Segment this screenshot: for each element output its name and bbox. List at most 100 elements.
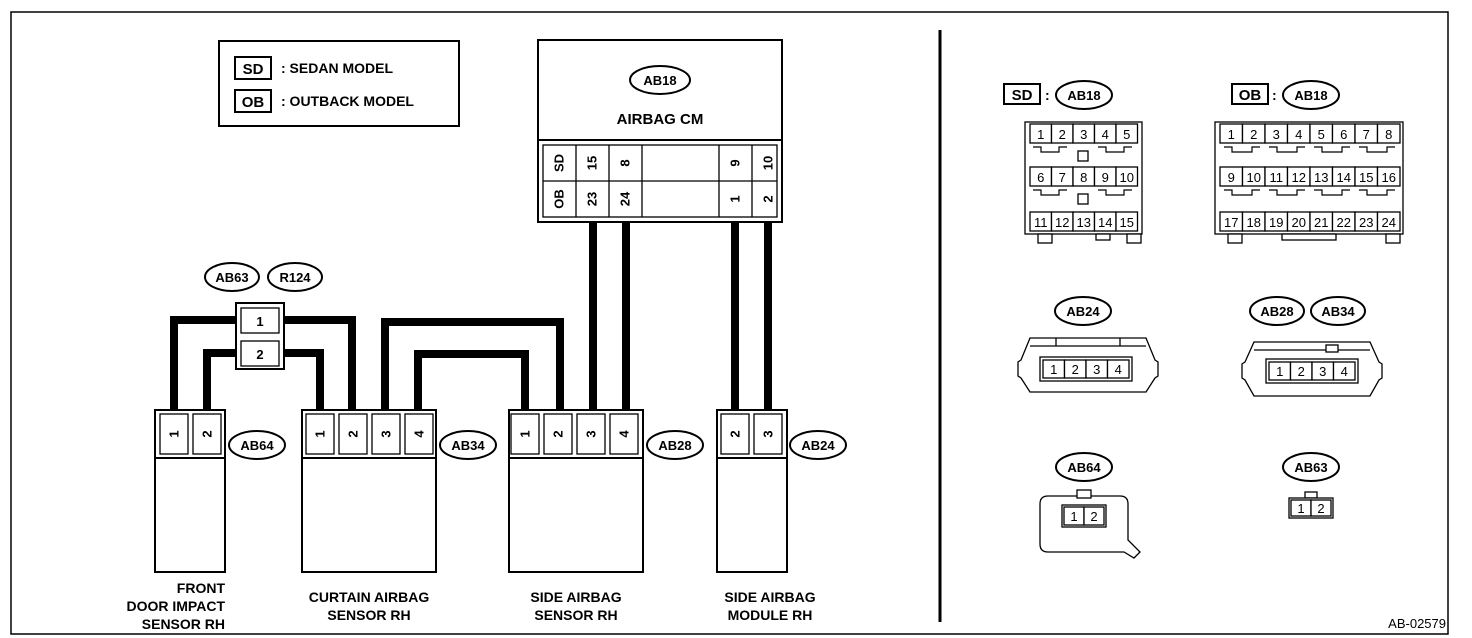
ob-grid-pin-17: 17 [1224, 215, 1238, 230]
airbag-cm-ob-pin-23: 23 [585, 192, 600, 206]
front-door-pin-cell [159, 413, 189, 455]
side-module-pin-cell [753, 413, 783, 455]
curtain-pin-cell [338, 413, 368, 455]
wire-ab34-3 [381, 318, 564, 416]
sd-grid-pin-11: 11 [1034, 215, 1048, 230]
front-door-pin-2: 2 [200, 430, 215, 437]
ab28-view-connector-id: AB28 [1260, 304, 1293, 319]
svg-text::: : [1272, 87, 1277, 103]
ob-grid-pin-9: 9 [1228, 170, 1235, 185]
side-sensor-pin-2: 2 [551, 430, 566, 437]
airbag-cm-sd-pin-SD: SD [552, 154, 567, 172]
curtain-name-line2: SENSOR RH [327, 607, 410, 623]
ob-grid-pin-14: 14 [1337, 170, 1351, 185]
ob-grid-pin-24: 24 [1382, 215, 1396, 230]
airbag-cm-sd-pin-15: 15 [585, 156, 600, 170]
ob-grid-pin-16: 16 [1382, 170, 1396, 185]
front-door-impact-sensor: AB64 FRONT DOOR IMPACT SENSOR RH 1 2 [126, 409, 286, 632]
wire-ab34-2 [284, 316, 356, 416]
sd-grid-pin-4: 4 [1102, 127, 1109, 142]
side-sensor-pin-1: 1 [518, 430, 533, 437]
ob-grid-pin-22: 22 [1337, 215, 1351, 230]
sd-grid-pin-2: 2 [1059, 127, 1066, 142]
sd-grid-pin-7: 7 [1059, 170, 1066, 185]
svg-text::: : [1045, 87, 1050, 103]
airbag-cm-connector-id: AB18 [643, 73, 676, 88]
sd-grid-pin-12: 12 [1055, 215, 1069, 230]
sd-grid-cell [1115, 211, 1139, 232]
ob-grid-pin-19: 19 [1269, 215, 1283, 230]
airbag-cm-ob-pin-OB: OB [552, 189, 567, 209]
sd-grid-pin-10: 10 [1120, 170, 1134, 185]
ab64-view-pin-cell [1083, 506, 1105, 526]
ob-view-connector-id: AB18 [1294, 88, 1327, 103]
joint-pin-1: 1 [256, 314, 263, 329]
airbag-cm-sd-pin-8: 8 [618, 159, 633, 166]
curtain-pin-3: 3 [379, 430, 394, 437]
sd-view-code: SD [1012, 87, 1033, 104]
ob-grid-pin-1: 1 [1228, 127, 1235, 142]
curtain-pin-4: 4 [412, 430, 427, 438]
ab28-view-pin-cell [1332, 361, 1356, 381]
figure-id: AB-02579 [1388, 616, 1446, 631]
side-module-pin-cell [720, 413, 750, 455]
ab34-view-connector-id: AB34 [1321, 304, 1355, 319]
legend-ob-code: OB [242, 94, 265, 111]
side-sensor-pin-3: 3 [584, 430, 599, 437]
wire-ab64-1 [170, 316, 241, 416]
front-door-name-line1: FRONT [177, 580, 226, 596]
ob-grid-pin-2: 2 [1250, 127, 1257, 142]
side-sensor-pin-cell [510, 413, 540, 455]
side-sensor-pin-cell [576, 413, 606, 455]
ob-grid-cell [1376, 166, 1401, 187]
ab24-view-pin-1: 1 [1050, 362, 1057, 377]
ab64-view-pin-2: 2 [1090, 509, 1097, 524]
legend-sd-text: : SEDAN MODEL [281, 60, 393, 76]
wire-ab34-4 [414, 350, 529, 416]
front-door-name-line2: DOOR IMPACT [126, 598, 225, 614]
joint-connector-id-2: R124 [279, 270, 311, 285]
ob-grid-pin-8: 8 [1385, 127, 1392, 142]
side-sensor-pin-4: 4 [617, 430, 632, 438]
front-door-name-line3: SENSOR RH [142, 616, 225, 632]
front-door-pin-cell [192, 413, 222, 455]
front-door-pin-1: 1 [167, 430, 182, 437]
sd-grid-pin-1: 1 [1037, 127, 1044, 142]
ab28-view-pin-2: 2 [1298, 364, 1305, 379]
ab24-view-connector-id: AB24 [1066, 304, 1100, 319]
front-door-connector-id: AB64 [240, 438, 274, 453]
legend-sd-code: SD [243, 61, 264, 78]
wire-ab64-2 [203, 349, 241, 416]
wire-ab34-1 [284, 349, 324, 416]
ob-grid-pin-18: 18 [1247, 215, 1261, 230]
ab28-view-pin-4: 4 [1341, 364, 1348, 379]
side-sensor-pin-cell [609, 413, 639, 455]
curtain-name-line1: CURTAIN AIRBAG [309, 589, 430, 605]
joint-connector-id-1: AB63 [215, 270, 248, 285]
ob-grid-pin-20: 20 [1292, 215, 1306, 230]
curtain-pin-2: 2 [346, 430, 361, 437]
ab63-view-pin-2: 2 [1317, 501, 1324, 516]
ob-grid-pin-23: 23 [1359, 215, 1373, 230]
sd-grid-pin-14: 14 [1098, 215, 1112, 230]
ob-grid-pin-4: 4 [1295, 127, 1302, 142]
side-module-pin-2: 2 [728, 430, 743, 437]
curtain-pin-cell [305, 413, 335, 455]
legend-ob-text: : OUTBACK MODEL [281, 93, 414, 109]
side-module-connector-id: AB24 [801, 438, 835, 453]
model-legend: SD : SEDAN MODEL OB : OUTBACK MODEL [218, 40, 460, 127]
joint-connector: AB63 R124 1 2 [204, 262, 323, 370]
side-sensor-pin-cell [543, 413, 573, 455]
ob-grid-pin-15: 15 [1359, 170, 1373, 185]
sd-grid-cell [1115, 166, 1139, 187]
airbag-cm-sd-pin-10: 10 [761, 156, 776, 170]
curtain-connector-id: AB34 [451, 438, 485, 453]
